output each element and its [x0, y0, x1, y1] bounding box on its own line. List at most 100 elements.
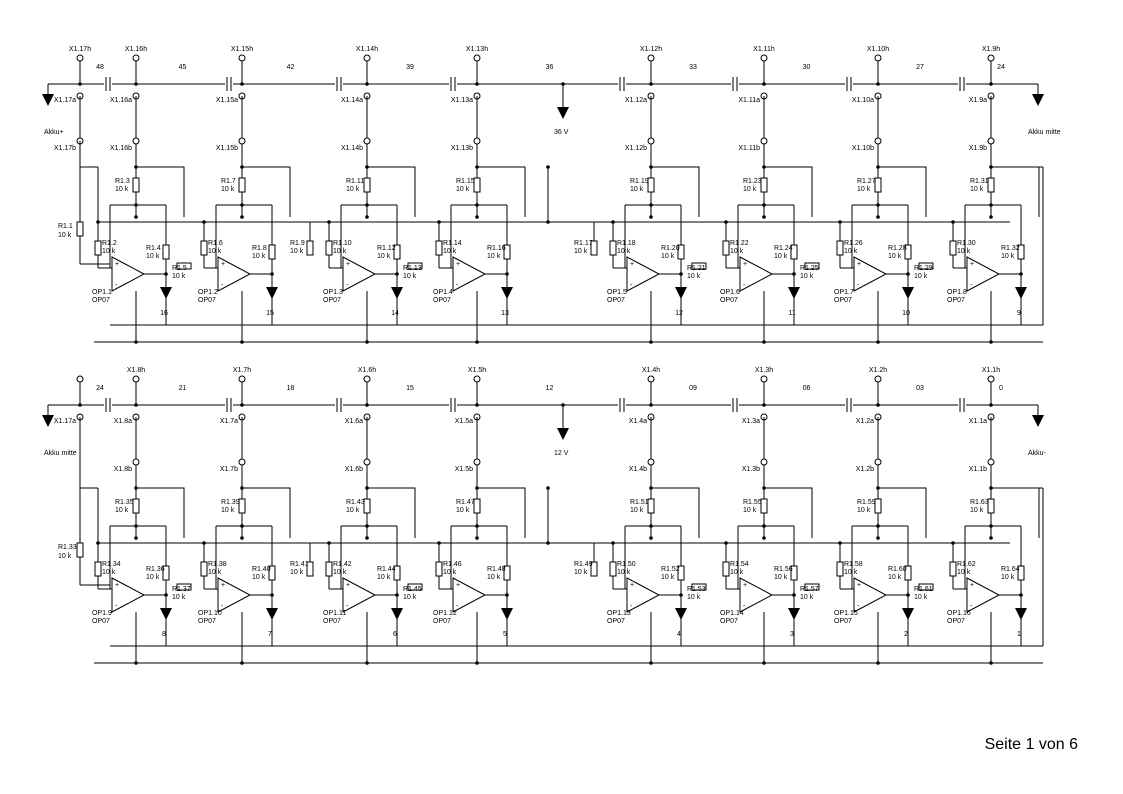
opamp-type: OP07 [323, 618, 341, 625]
cell-voltage-number: 27 [916, 64, 924, 71]
junction-dot [134, 340, 138, 344]
resistor-rb [836, 240, 844, 256]
connector-label: X1.14h [356, 46, 378, 53]
junction-dot [762, 203, 766, 207]
resistor-name: R1.26 [844, 240, 863, 247]
cell-voltage-number: 15 [406, 385, 414, 392]
opamp-minus-sign: - [857, 282, 860, 289]
junction-dot [724, 220, 728, 224]
resistor-name: R1.35 [115, 499, 134, 506]
resistor-value: 10 k [888, 253, 902, 260]
opamp-name: OP1.3 [323, 289, 343, 296]
resistor-rd [918, 262, 934, 270]
resistor-value: 10 k [290, 569, 304, 576]
opamp-minus-sign: - [743, 282, 746, 289]
resistor-name: R1.22 [730, 240, 749, 247]
resistor-value: 10 k [730, 569, 744, 576]
resistor-name: R1.11 [346, 178, 364, 185]
opamp-name: OP1.6 [720, 289, 740, 296]
connector-label: X1.17h [69, 46, 91, 53]
resistor-name: R1.61 [914, 586, 933, 593]
resistor-value: 10 k [58, 553, 72, 560]
resistor-value: 10 k [774, 574, 788, 581]
wire [651, 487, 700, 538]
junction-dot [327, 220, 331, 224]
junction-dot [989, 215, 993, 219]
opamp-symbol [966, 577, 1001, 613]
junction-dot [876, 661, 880, 665]
ground-arrow-icon [1015, 608, 1027, 620]
capacitor-gap [449, 404, 457, 406]
resistor-value: 10 k [844, 248, 858, 255]
connector-label: X1.5a [455, 418, 473, 425]
resistor-rd [691, 262, 707, 270]
opamp-minus-sign: - [630, 603, 633, 610]
connector-label: X1.16h [125, 46, 147, 53]
ground-arrow-icon [501, 287, 513, 299]
resistor-rd [918, 583, 934, 591]
junction-dot [365, 215, 369, 219]
resistor-value: 10 k [115, 507, 129, 514]
channel-output-number: 3 [790, 631, 794, 638]
connector-label: X1.8a [114, 418, 132, 425]
resistor-name: R1.5 [172, 265, 187, 272]
junction-dot [395, 593, 399, 597]
junction-dot [270, 593, 274, 597]
junction-dot [395, 272, 399, 276]
wire [651, 166, 700, 217]
connector-pin [363, 458, 371, 466]
resistor-name: R1.31 [970, 178, 989, 185]
connector-label: X1.7a [220, 418, 238, 425]
connector-pin [363, 375, 371, 383]
connector-label: X1.1b [969, 466, 987, 473]
junction-dot [202, 541, 206, 545]
resistor-value: 10 k [456, 507, 470, 514]
connector-label: X1.6a [345, 418, 363, 425]
resistor-value: 10 k [333, 569, 347, 576]
junction-dot [989, 524, 993, 528]
resistor-value: 10 k [487, 253, 501, 260]
opamp-plus-sign: + [346, 261, 350, 268]
cell-voltage-number: 09 [689, 385, 697, 392]
resistor-name: R1.37 [172, 586, 191, 593]
connector-pin [874, 54, 882, 62]
resistor-name: R1.39 [221, 499, 240, 506]
resistor-value: 10 k [1001, 253, 1015, 260]
connector-pin [760, 375, 768, 383]
resistor-rb [836, 561, 844, 577]
resistor-rc [162, 244, 170, 260]
opamp-name: OP1.8 [947, 289, 967, 296]
opamp-symbol [966, 256, 1001, 292]
opamp-name: OP1.14 [720, 610, 744, 617]
resistor-ra [473, 177, 481, 193]
junction-dot [1019, 272, 1023, 276]
opamp-plus-sign: + [346, 582, 350, 589]
resistor-value: 10 k [888, 574, 902, 581]
wire [367, 166, 416, 217]
resistor-name: R1.42 [333, 561, 352, 568]
resistor-value: 10 k [487, 574, 501, 581]
junction-dot [649, 340, 653, 344]
junction-dot [437, 541, 441, 545]
resistor-name: R1.55 [743, 499, 762, 506]
resistor-value: 10 k [914, 594, 928, 601]
connector-label: X1.12a [625, 97, 647, 104]
resistor-name: R1.36 [146, 566, 165, 573]
connector-label: X1.9b [969, 145, 987, 152]
junction-dot [240, 340, 244, 344]
cell-voltage-number: 33 [689, 64, 697, 71]
resistor-name: R1.8 [252, 245, 267, 252]
opamp-type: OP07 [323, 297, 341, 304]
junction-dot [202, 220, 206, 224]
junction-dot [475, 524, 479, 528]
junction-dot [475, 203, 479, 207]
resistor-name: R1.6 [208, 240, 223, 247]
opamp-type: OP07 [92, 618, 110, 625]
resistor-name: R1.59 [857, 499, 876, 506]
resistor-value: 10 k [1001, 574, 1015, 581]
connector-label: X1.10a [852, 97, 874, 104]
junction-dot [365, 340, 369, 344]
connector-label: X1.8b [114, 466, 132, 473]
channel-output-number: 1 [1017, 631, 1021, 638]
junction-dot [546, 220, 550, 224]
